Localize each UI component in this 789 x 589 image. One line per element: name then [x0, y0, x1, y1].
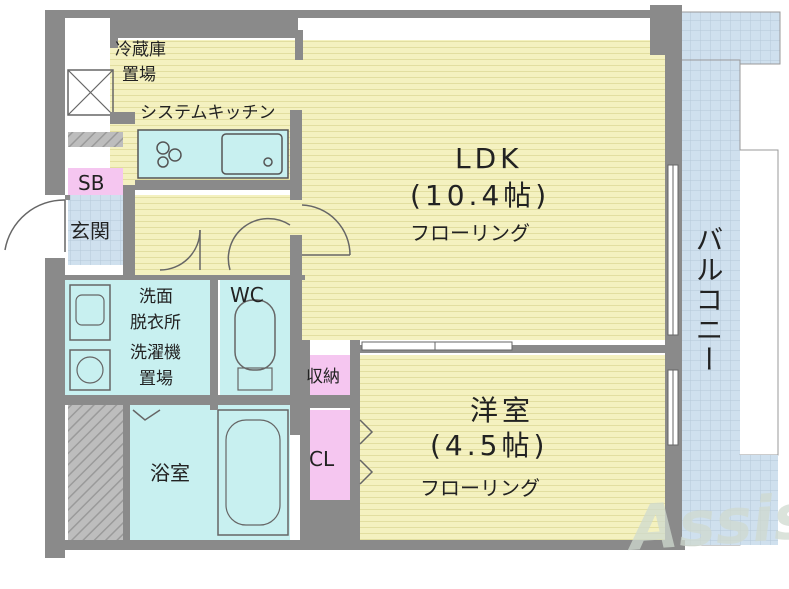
storage-box-label: SB — [78, 171, 104, 195]
western-room-size: (4.5帖) — [430, 429, 548, 462]
ldk-floor — [300, 40, 665, 340]
toilet-floor — [220, 280, 290, 395]
toilet-bowl — [234, 299, 276, 391]
closet-label: CL — [309, 447, 335, 471]
ldk-size: (10.4帖) — [410, 179, 550, 212]
entrance-label: 玄関 — [70, 219, 110, 243]
western-room-name: 洋室 — [470, 394, 534, 427]
kitchen-counter — [137, 129, 289, 179]
washing-machine — [69, 349, 111, 391]
hall-doors — [132, 204, 374, 485]
storage-box-floor — [68, 168, 123, 195]
washroom-label-1: 洗面 — [139, 287, 173, 307]
washroom-label-2: 脱衣所 — [130, 313, 181, 333]
bathroom-floor — [130, 405, 290, 540]
sliding-window — [667, 164, 679, 446]
entrance-floor — [68, 195, 123, 265]
washroom-floor — [65, 280, 210, 395]
closet-floor — [305, 410, 350, 500]
bathroom-label: 浴室 — [150, 461, 190, 485]
interior-sliding-door — [361, 341, 513, 351]
fridge-label-line2: 置場 — [122, 65, 156, 85]
western-room-floor-type: フローリング — [420, 476, 540, 500]
ldk-floor-type: フローリング — [410, 221, 530, 245]
fridge-label-line1: 冷蔵庫 — [115, 40, 166, 60]
fridge-space — [67, 69, 123, 147]
western-room-floor — [360, 355, 665, 540]
closet-storage-floor — [305, 355, 350, 395]
toilet-label: WC — [230, 283, 264, 307]
washroom-label-3: 洗濯機 — [130, 343, 181, 363]
watermark-logo: Assist — [623, 477, 789, 565]
pipe-shaft — [68, 405, 128, 540]
kitchen-label: システムキッチン — [140, 103, 276, 123]
bathtub — [217, 409, 289, 536]
balcony-area — [679, 11, 781, 546]
hall-floor — [130, 195, 305, 275]
washbasin — [69, 284, 111, 341]
ldk-name: LDK — [455, 142, 523, 175]
closet-storage-label: 収納 — [306, 367, 340, 387]
balcony-label: バルコニー — [692, 225, 725, 375]
entrance-door — [4, 199, 66, 252]
washroom-label-4: 置場 — [139, 369, 173, 389]
